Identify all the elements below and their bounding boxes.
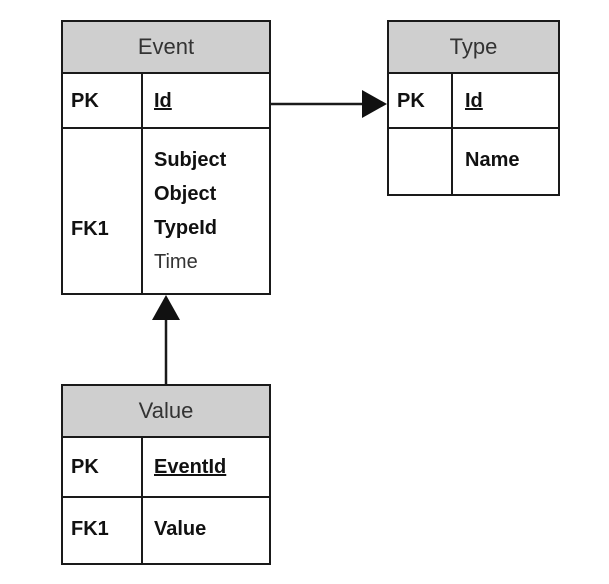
entity-event-fields-row: FK1 Subject Object TypeId Time (63, 129, 269, 293)
entity-value-pk-label: PK (71, 456, 99, 478)
entity-event-pk-label: PK (71, 90, 99, 112)
entity-type: Type PK Id Name (387, 20, 560, 196)
relationship-event-to-type (271, 90, 387, 118)
arrowhead-icon (152, 295, 180, 320)
entity-value-field-value: Value (154, 518, 207, 540)
entity-type-title: Type (389, 22, 558, 74)
entity-type-pk-field: Id (465, 90, 483, 112)
entity-type-field-name: Name (465, 149, 520, 171)
entity-value: Value PK EventId FK1 Value (61, 384, 271, 565)
entity-type-fields-row: Name (389, 129, 558, 194)
entity-event-title: Event (63, 22, 269, 74)
entity-value-pk-row: PK EventId (63, 438, 269, 498)
entity-type-pk-label: PK (397, 90, 425, 112)
entity-event-field-time: Time (154, 251, 198, 273)
entity-value-fk-label: FK1 (71, 518, 109, 540)
entity-event-field-typeid: TypeId (154, 217, 217, 239)
entity-event-fk-label: FK1 (71, 218, 109, 240)
entity-value-title: Value (63, 386, 269, 438)
entity-value-fields-row: FK1 Value (63, 498, 269, 563)
entity-event: Event PK Id FK1 Subject Object TypeId Ti… (61, 20, 271, 295)
entity-event-field-subject: Subject (154, 149, 227, 171)
arrowhead-icon (362, 90, 387, 118)
entity-value-pk-field: EventId (154, 456, 227, 478)
entity-event-pk-field: Id (154, 90, 172, 112)
relationship-value-to-event (152, 295, 180, 384)
entity-event-pk-row: PK Id (63, 74, 269, 129)
entity-type-pk-row: PK Id (389, 74, 558, 129)
entity-event-field-object: Object (154, 183, 217, 205)
